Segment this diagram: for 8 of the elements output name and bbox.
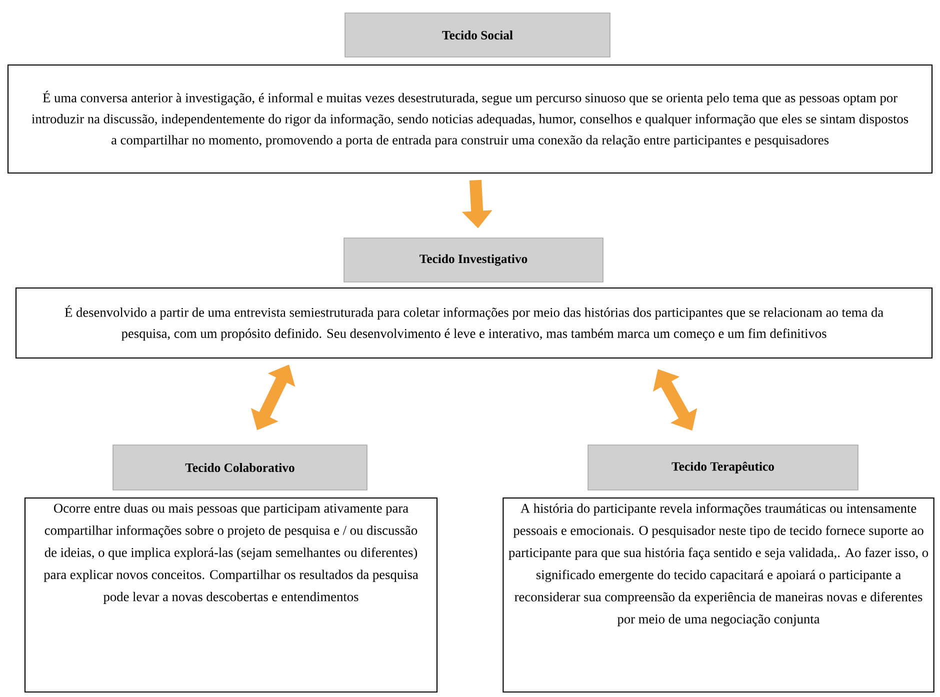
text-box: É uma conversa anterior à investigação, é informal e muitas vezes desestruturada, segue um percurso sinuoso que se orienta pelo tema que as pessoas optam por introduzir na discussão, independentemente do rigor da informação, sendo noticias adequadas, humor, conselhos e qualquer informação que eles se sintam dispostos a compartilhar no momento, promovendo a porta de entrada para construir uma conexão da relação entre participantes e pesquisadores: [7, 64, 933, 174]
heading-box: Tecido Investigativo: [344, 238, 604, 282]
heading-box: Tecido Colaborativo: [112, 444, 368, 490]
heading-box: Tecido Terapêutico: [588, 444, 858, 490]
heading-box: Tecido Social: [344, 12, 610, 58]
text-box: É desenvolvido a partir de uma entrevista semiestruturada para coletar informações por meio das histórias dos participantes que se relacionam ao tema da pesquisa, com um propósito definido. Seu desenvolvimento é leve e interativo, mas também marca um começo e um fim definitivos: [15, 287, 933, 359]
text-box: Ocorre entre duas ou mais pessoas que participam ativamente para compartilhar informações sobre o projeto de pesquisa e / ou discussão de ideias, o que implica explorá-las (sejam semelhantes ou diferentes) para explicar novos conceitos. Compartilhar os resultados da pesquisa pode levar a novas descobertas e entendimentos: [24, 497, 438, 693]
text-box: A história do participante revela informações traumáticas ou intensamente pessoais e emocionais. O pesquisador neste tipo de tecido fornece suporte ao participante para que sua história faça sentido e seja validada,. Ao fazer isso, o significado emergente do tecido capacitará e apoiará o participante a reconsiderar sua compreensão da experiência de maneiras novas e diferentes por meio de uma negociação conjunta: [502, 497, 934, 693]
